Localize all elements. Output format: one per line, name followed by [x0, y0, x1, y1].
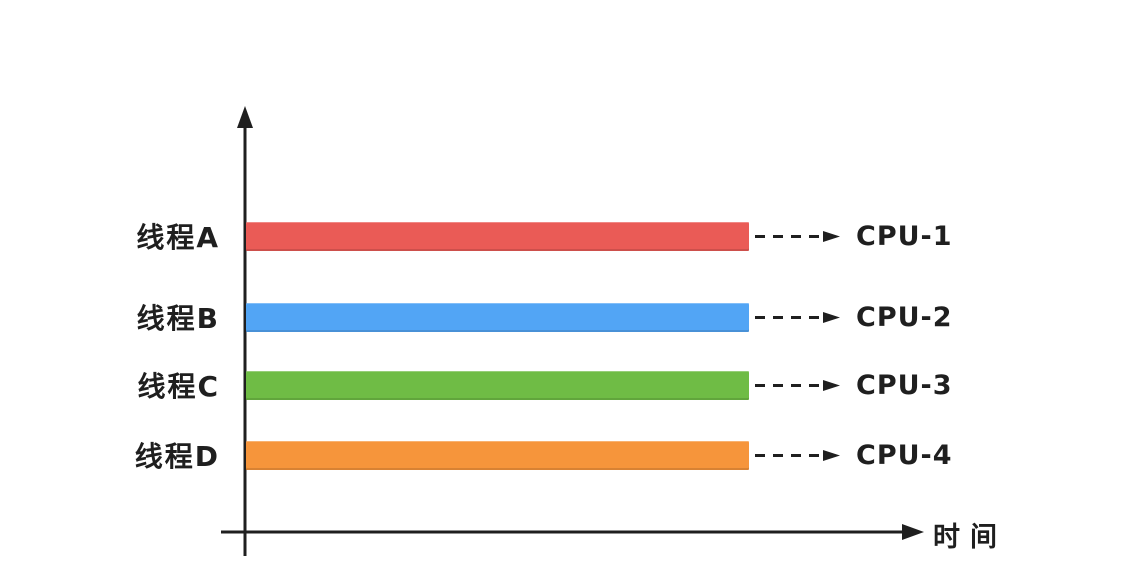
thread-label: 线程C	[137, 369, 220, 403]
thread-label: 线程D	[134, 439, 220, 473]
x-axis-arrowhead-icon	[902, 524, 924, 540]
thread-bar	[246, 303, 749, 332]
thread-bar	[246, 441, 749, 470]
thread-row-a: 线程A CPU-1	[0, 220, 1142, 253]
thread-row-d: 线程D CPU-4	[0, 439, 1142, 472]
thread-row-c: 线程C CPU-3	[0, 369, 1142, 402]
cpu-label: CPU-1	[856, 220, 953, 252]
cpu-label: CPU-3	[856, 369, 953, 401]
y-axis-arrowhead-icon	[237, 106, 253, 128]
dashed-arrow-icon	[755, 312, 840, 323]
thread-label: 线程B	[136, 301, 220, 335]
cpu-label: CPU-4	[856, 439, 953, 471]
dashed-arrow-icon	[755, 450, 840, 461]
dashed-arrow-icon	[755, 231, 840, 242]
thread-label: 线程A	[136, 220, 220, 254]
dashed-arrow-icon	[755, 380, 840, 391]
x-axis-label: 时间	[933, 522, 1007, 553]
cpu-label: CPU-2	[856, 301, 953, 333]
thread-row-b: 线程B CPU-2	[0, 301, 1142, 334]
thread-bar	[246, 371, 749, 400]
thread-bar	[246, 222, 749, 251]
